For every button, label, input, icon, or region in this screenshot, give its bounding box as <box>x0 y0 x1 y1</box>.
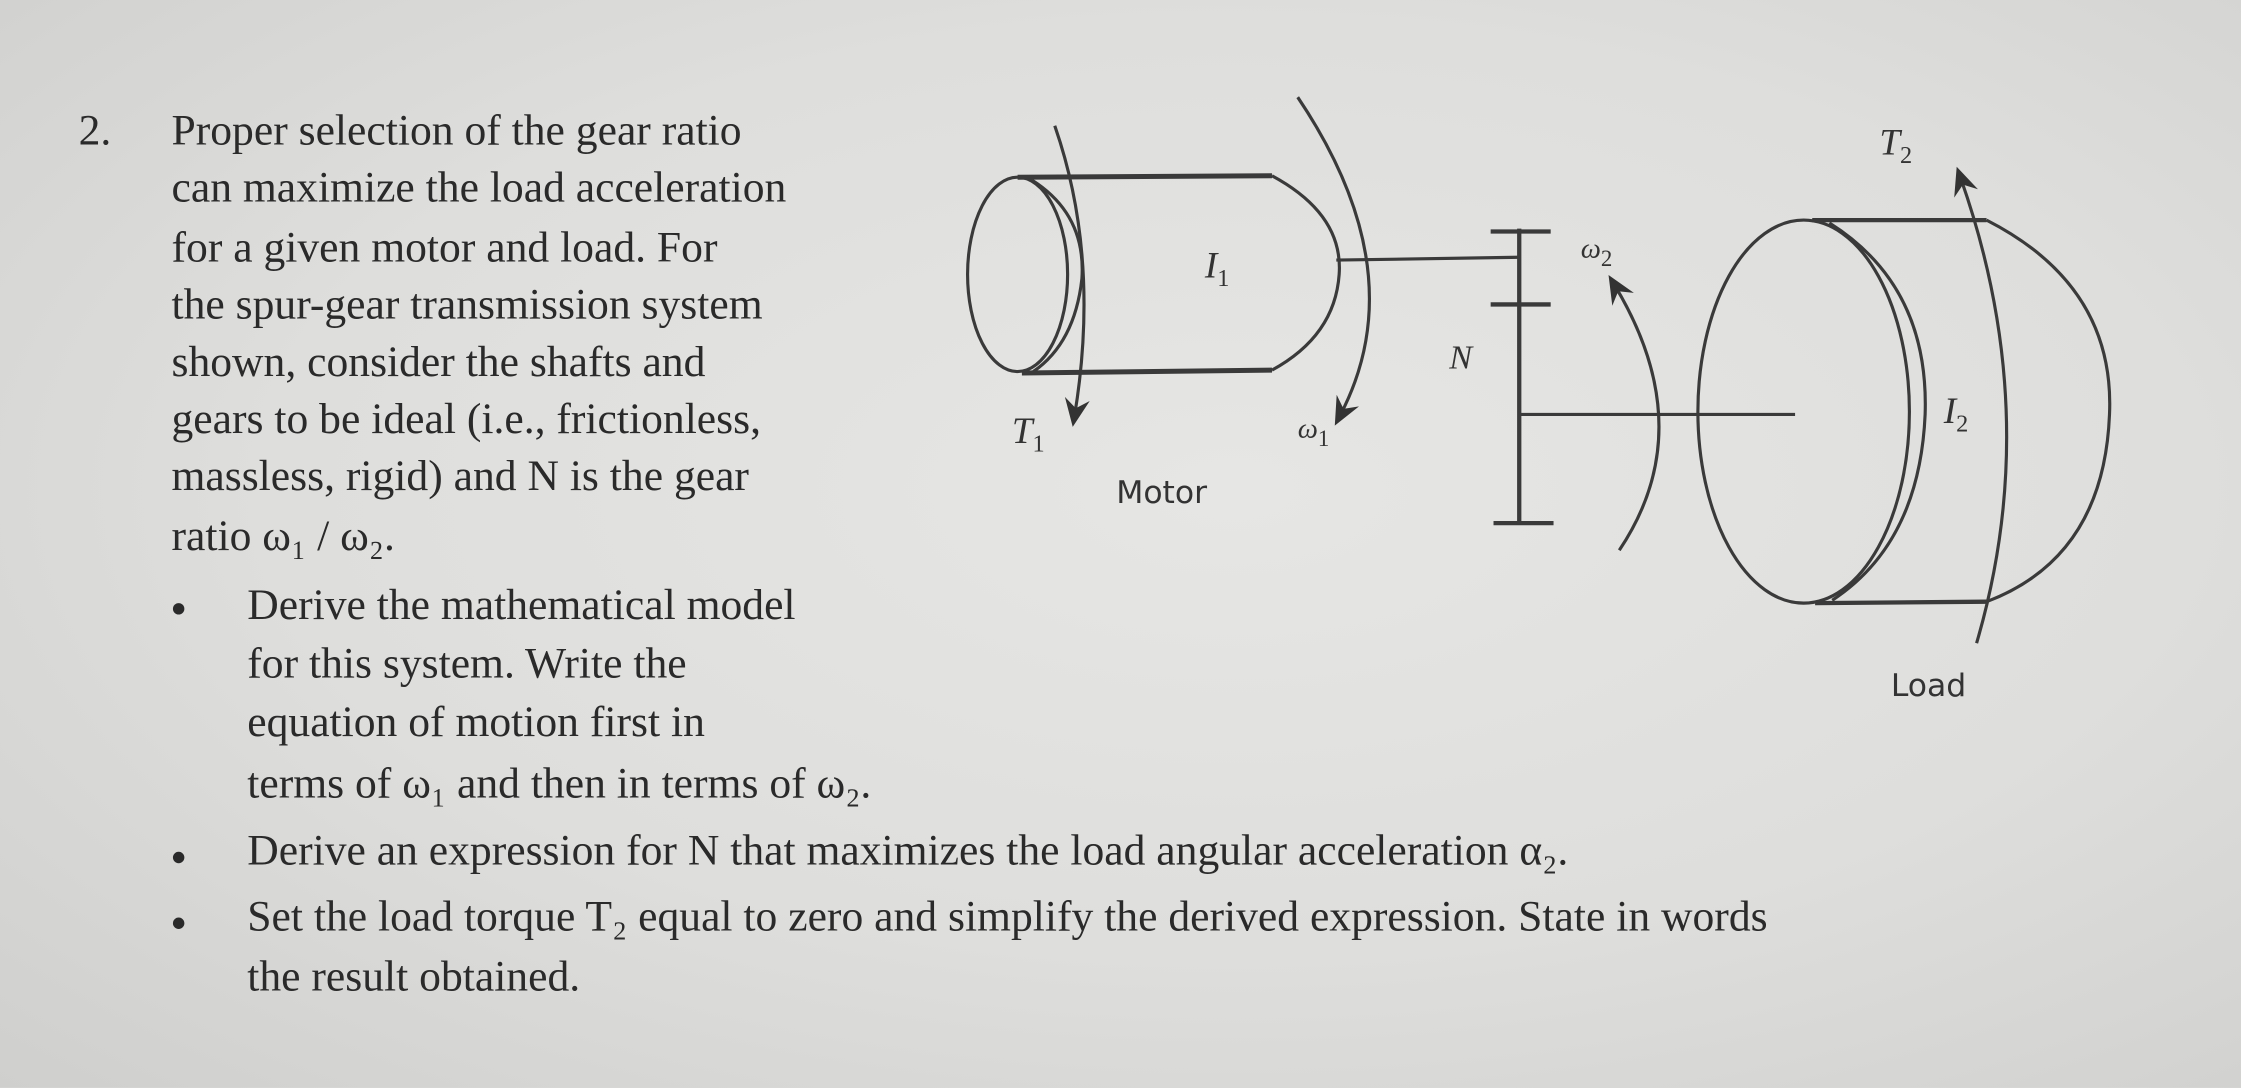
motor-label: Motor <box>1116 475 1207 511</box>
inertia-load-label: I2 <box>1943 391 1969 438</box>
intro-line: the spur-gear transmission system <box>171 280 763 329</box>
load-label: Load <box>1891 668 1966 704</box>
bullet-3-line: the result obtained. <box>247 951 581 1001</box>
intro-line: gears to be ideal (i.e., frictionless, <box>171 394 761 444</box>
speed-load-arrow <box>1608 275 1661 552</box>
bullet-1-line: Derive the mathematical model <box>247 580 796 629</box>
motor-shaft <box>1336 255 1520 262</box>
intro-line: ratio ω₁ / ω₂. <box>171 511 395 561</box>
speed-motor-arrow <box>1296 96 1371 426</box>
speed-load-label: ω2 <box>1581 233 1613 271</box>
intro-line: for a given motor and load. For <box>171 222 718 272</box>
bullet-dot <box>172 603 185 615</box>
bullet-1-line: equation of motion first in <box>247 697 705 747</box>
bullet-dot <box>172 917 185 929</box>
gear-ratio-label: N <box>1448 339 1474 377</box>
gear-pair <box>1490 228 1554 526</box>
motor-cylinder <box>965 173 1341 376</box>
bullet-3-line: Set the load torque T₂ equal to zero and… <box>247 891 1768 941</box>
speed-motor-label: ω1 <box>1298 413 1330 451</box>
intro-line: shown, consider the shafts and <box>171 337 706 386</box>
torque-motor-arrow <box>1053 125 1090 427</box>
intro-line: Proper selection of the gear ratio <box>171 105 742 155</box>
bullet-2-line: Derive an expression for N that maximize… <box>247 826 1569 875</box>
intro-line: can maximize the load acceleration <box>171 162 787 212</box>
load-cylinder <box>1696 217 2112 606</box>
torque-motor-label: T1 <box>1012 411 1045 458</box>
intro-line: massless, rigid) and N is the gear <box>171 451 749 501</box>
torque-load-label: T2 <box>1879 122 1912 169</box>
inertia-motor-label: I1 <box>1204 245 1230 292</box>
torque-load-arrow <box>1954 166 2009 644</box>
bullet-dot <box>172 851 185 864</box>
problem-number: 2. <box>78 105 112 155</box>
bullet-1-line: terms of ω₁ and then in terms of ω₂. <box>247 758 872 808</box>
bullet-1-line: for this system. Write the <box>247 638 687 688</box>
